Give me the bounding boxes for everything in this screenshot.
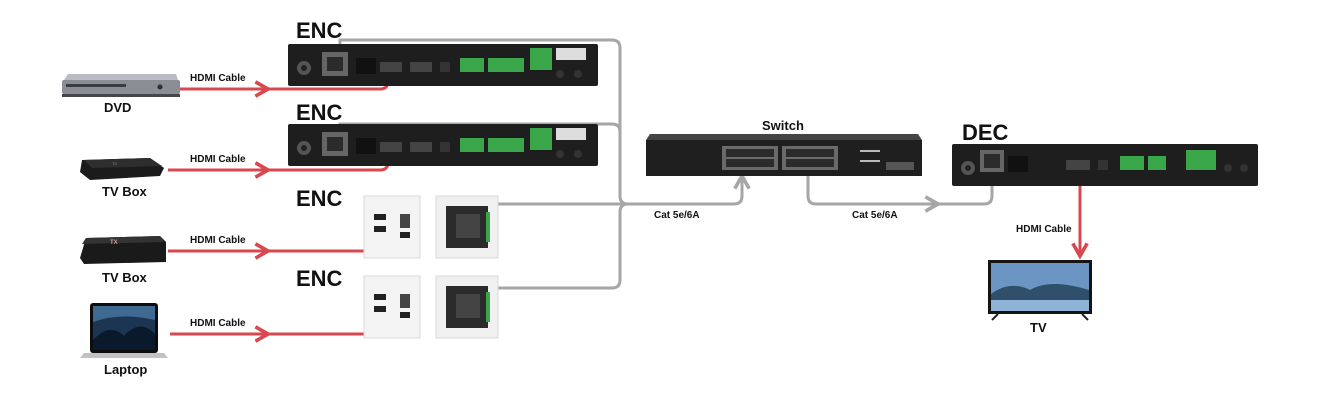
network-line-to-decoder bbox=[806, 176, 942, 213]
source-label-tvbox-1: TV Box bbox=[102, 184, 147, 199]
tv-box-icon: TX bbox=[80, 236, 166, 264]
switch-label: Switch bbox=[762, 118, 804, 133]
tv-box-icon: TV bbox=[80, 158, 164, 180]
cable-label-decoder: HDMI Cable bbox=[1016, 224, 1072, 235]
source-label-dvd: DVD bbox=[104, 100, 132, 115]
network-switch-icon bbox=[646, 134, 922, 176]
decoder-unit-icon bbox=[952, 144, 1258, 186]
encoder-unit-icon bbox=[288, 124, 598, 166]
encoder-unit-icon bbox=[288, 44, 598, 86]
encoder-label-1: ENC bbox=[296, 18, 343, 43]
network-line-enc4 bbox=[450, 202, 629, 318]
encoder-label-2: ENC bbox=[296, 100, 343, 125]
network-line-to-switch bbox=[700, 172, 751, 206]
source-label-laptop: Laptop bbox=[104, 362, 148, 377]
svg-text:TX: TX bbox=[110, 240, 118, 246]
cat-label-right: Cat 5e/6A bbox=[852, 210, 898, 221]
svg-text:TV: TV bbox=[112, 161, 117, 166]
wall-plate-encoder-icon bbox=[363, 275, 499, 339]
network-line-enc2 bbox=[338, 122, 622, 196]
tv-icon bbox=[988, 260, 1092, 321]
cable-label-laptop: HDMI Cable bbox=[190, 318, 246, 329]
source-label-tvbox-2: TV Box bbox=[102, 270, 147, 285]
cable-label-tvbox-1: HDMI Cable bbox=[190, 154, 246, 165]
encoder-label-4: ENC bbox=[296, 266, 343, 291]
cable-label-tvbox-2: HDMI Cable bbox=[190, 235, 246, 246]
network-line-decoder-port bbox=[938, 158, 994, 206]
encoder-label-3: ENC bbox=[296, 186, 343, 211]
cable-label-dvd: HDMI Cable bbox=[190, 73, 246, 84]
cat-label-left: Cat 5e/6A bbox=[654, 210, 700, 221]
dvd-player-icon bbox=[62, 74, 180, 97]
tv-label: TV bbox=[1030, 320, 1047, 335]
wall-plate-encoder-icon bbox=[363, 195, 499, 259]
decoder-label: DEC bbox=[962, 120, 1009, 145]
laptop-icon bbox=[80, 303, 168, 358]
